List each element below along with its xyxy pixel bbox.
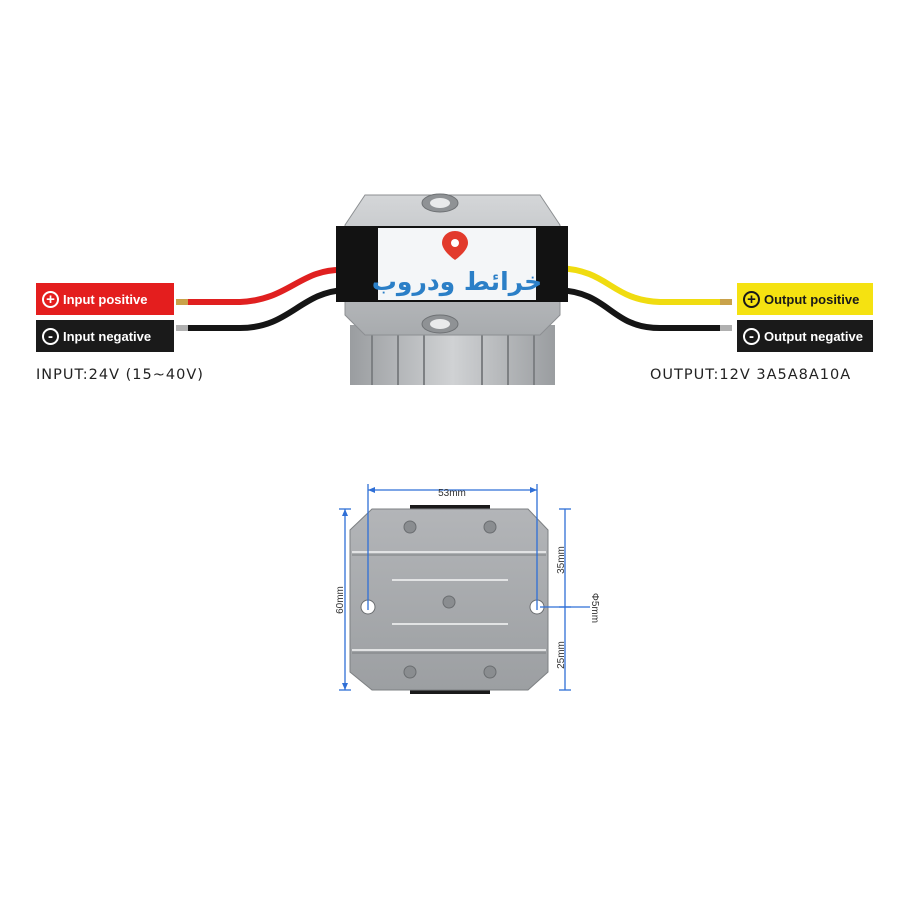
input-negative-text: Input negative (63, 328, 152, 344)
housing-top-view (349, 505, 549, 694)
hole-diameter-dimension: Φ5mm (589, 593, 600, 623)
input-negative-label: - Input negative (36, 320, 174, 352)
top-section-dimension: 35mm (556, 546, 567, 574)
brand-logo: خرائط ودروب (372, 231, 542, 297)
minus-icon: - (42, 327, 59, 345)
output-negative-label: - Output negative (737, 320, 873, 352)
height-dimension: 60mm (335, 586, 346, 614)
output-positive-text: Output positive (764, 291, 860, 307)
input-spec: INPUT:24V (15~40V) (36, 367, 204, 383)
minus-icon: - (743, 327, 760, 345)
plus-icon: + (743, 290, 760, 308)
input-wires (176, 266, 348, 331)
input-positive-label: + Input positive (36, 283, 174, 315)
dimension-lines (339, 484, 590, 691)
bottom-section-dimension: 25mm (556, 641, 567, 669)
output-wires (555, 265, 732, 331)
output-negative-text: Output negative (764, 328, 863, 344)
width-dimension: 53mm (438, 488, 466, 499)
product-side-view: خرائط ودروب (176, 193, 732, 385)
plus-icon: + (42, 290, 59, 308)
dimension-drawing: 53mm 60mm 35mm 25mm Φ5mm (335, 484, 600, 694)
output-positive-label: + Output positive (737, 283, 873, 315)
output-spec: OUTPUT:12V 3A5A8A10A (650, 367, 852, 383)
input-positive-text: Input positive (63, 291, 148, 307)
logo-text: خرائط ودروب (372, 267, 542, 297)
